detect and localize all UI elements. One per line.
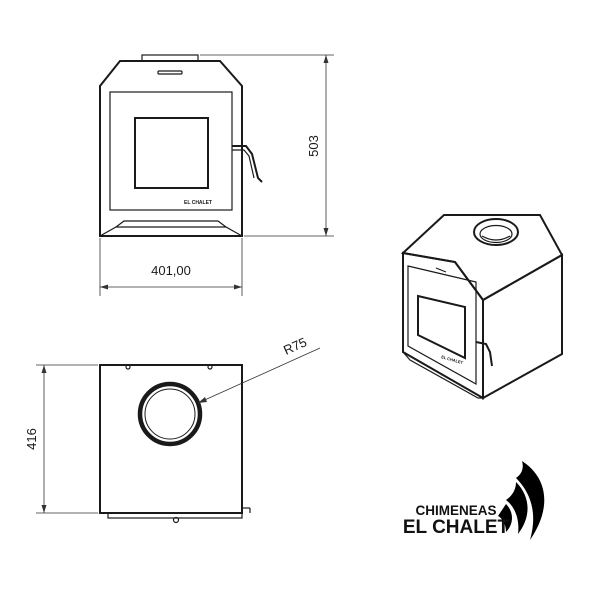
depth-arrow-bottom	[41, 505, 47, 513]
height-label: 503	[306, 135, 321, 157]
iso-flue-shadow	[481, 235, 511, 241]
door-badge: EL CHALET	[184, 200, 212, 206]
door-handle-inner	[232, 149, 255, 179]
iso-flue-inner	[479, 224, 513, 244]
logo-line2: EL CHALET	[403, 517, 510, 538]
iso-door	[407, 265, 477, 386]
width-arrow-right	[234, 284, 242, 290]
fixing-hole-left	[125, 364, 131, 370]
iso-front-face	[402, 251, 484, 400]
radius-label: R75	[281, 334, 309, 357]
iso-handle	[475, 341, 493, 367]
height-arrow-top	[323, 55, 329, 63]
iso-base	[402, 351, 483, 399]
iso-glass	[417, 294, 466, 360]
iso-view: EL CHALET	[400, 214, 564, 400]
width-arrow-left	[100, 284, 108, 290]
flue-outlet-outer	[137, 381, 203, 447]
fixing-hole-right	[207, 364, 213, 370]
flame-icon	[498, 461, 545, 540]
door-frame	[109, 91, 233, 211]
base-plinth	[99, 226, 243, 237]
iso-flue-ring	[473, 218, 519, 246]
flue-outlet-inner	[144, 388, 196, 440]
top-view: R75 416	[24, 334, 321, 524]
height-arrow-bottom	[323, 228, 329, 236]
foot-knob	[172, 516, 180, 524]
logo-line1: CHIMENEAS	[415, 503, 496, 518]
radius-arrow	[198, 397, 207, 403]
iso-door-badge: EL CHALET	[441, 354, 464, 365]
door-handle	[232, 145, 263, 183]
base-plinth-top	[115, 220, 227, 228]
depth-label: 416	[24, 428, 39, 450]
front-view: EL CHALET 401,00 503	[99, 54, 334, 296]
depth-arrow-top	[41, 365, 47, 373]
glass-window	[134, 117, 209, 189]
iso-side-face	[482, 253, 563, 400]
air-slot	[157, 70, 183, 75]
width-label: 401,00	[151, 263, 191, 278]
iso-air-slot	[435, 267, 447, 273]
radius-leader	[197, 347, 321, 404]
brand-logo: CHIMENEAS EL CHALET	[403, 461, 545, 540]
